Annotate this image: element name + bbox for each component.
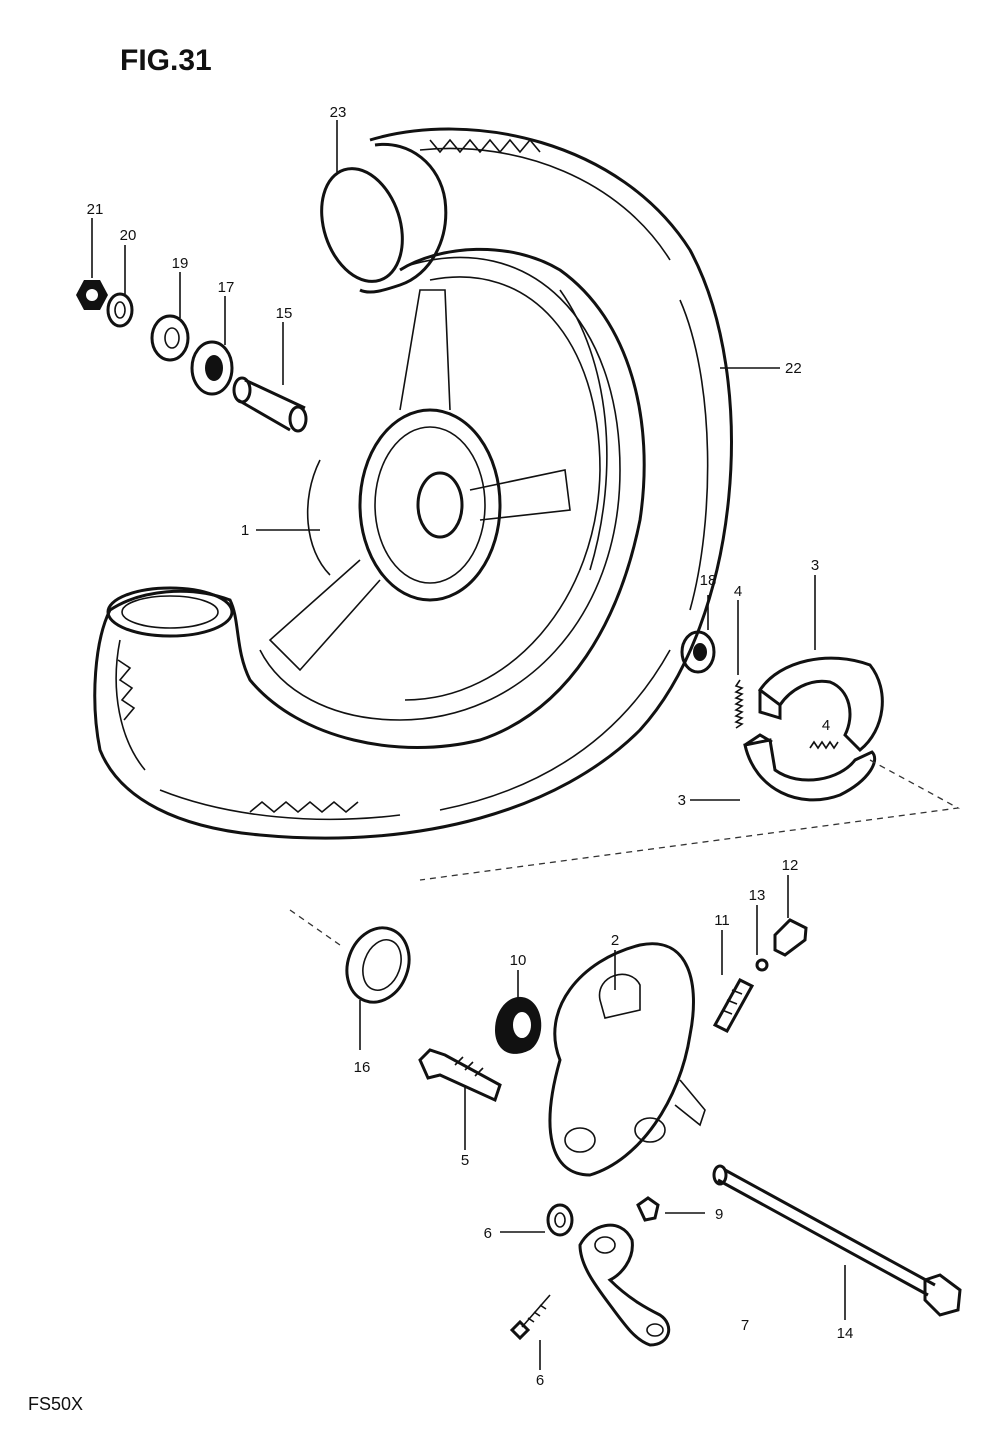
label-part-11: 11 — [714, 912, 730, 929]
wheel-bearing-right — [680, 630, 716, 674]
label-part-6-lower: 6 — [536, 1372, 544, 1389]
label-part-19: 19 — [172, 255, 189, 272]
label-part-3-bottom: 3 — [678, 792, 686, 809]
label-part-4-right: 4 — [822, 717, 830, 734]
label-part-13: 13 — [749, 887, 766, 904]
label-part-17: 17 — [218, 279, 235, 296]
label-part-2: 2 — [611, 932, 619, 949]
axle-nut — [76, 280, 108, 310]
wheel-hub — [358, 408, 502, 602]
small-nut — [636, 1196, 660, 1222]
brake-cam — [418, 1048, 502, 1103]
label-part-3-top: 3 — [811, 557, 819, 574]
label-part-22: 22 — [785, 360, 802, 377]
axle-spacer — [150, 314, 190, 362]
brake-shoe-upper — [757, 656, 884, 753]
wheel-spoke — [268, 559, 381, 672]
washer-6 — [546, 1203, 574, 1237]
part-labels: 23 21 20 19 17 15 22 1 18 4 3 4 3 12 13 … — [87, 104, 854, 1389]
wheel-assembly — [93, 127, 733, 840]
label-part-5: 5 — [461, 1152, 469, 1169]
tire-cut-end-bottom — [106, 586, 234, 638]
wheel-spoke — [399, 289, 451, 411]
label-part-21: 21 — [87, 201, 104, 218]
axle-hardware — [76, 280, 308, 433]
axle-washer — [106, 292, 134, 328]
brake-panel — [548, 942, 706, 1177]
wheel-bearing-left — [190, 340, 234, 396]
screw-8 — [509, 1294, 551, 1341]
label-part-23: 23 — [330, 104, 347, 121]
label-part-7: 7 — [741, 1317, 749, 1334]
hub-spacer-tube — [232, 376, 308, 433]
brake-spring — [734, 679, 744, 729]
figure-title: FIG.31 — [120, 44, 212, 77]
label-part-14: 14 — [837, 1325, 854, 1342]
brake-arm — [578, 1223, 671, 1347]
label-part-10: 10 — [510, 952, 527, 969]
adjuster-spring — [755, 958, 769, 972]
dust-seal — [345, 926, 411, 1004]
wheel-spoke — [469, 469, 571, 521]
adjuster-screw — [712, 978, 755, 1033]
label-part-18: 18 — [700, 572, 717, 589]
adjuster-cap — [773, 918, 808, 957]
label-part-16: 16 — [354, 1059, 371, 1076]
axle-shaft — [712, 1164, 962, 1317]
label-part-20: 20 — [120, 227, 137, 244]
label-part-12: 12 — [782, 857, 799, 874]
inner-tube — [320, 142, 448, 294]
label-part-1: 1 — [241, 522, 249, 539]
wheel-rim — [259, 256, 621, 721]
label-part-9: 9 — [715, 1206, 723, 1223]
tire — [93, 127, 733, 840]
model-code: FS50X — [28, 1394, 83, 1414]
brake-shoe-lower — [743, 733, 877, 802]
brake-cam-boss — [495, 996, 542, 1054]
label-part-4-left: 4 — [734, 583, 742, 600]
label-part-6: 6 — [484, 1225, 492, 1242]
label-part-15: 15 — [276, 305, 293, 322]
brake-spring-2 — [809, 740, 839, 750]
